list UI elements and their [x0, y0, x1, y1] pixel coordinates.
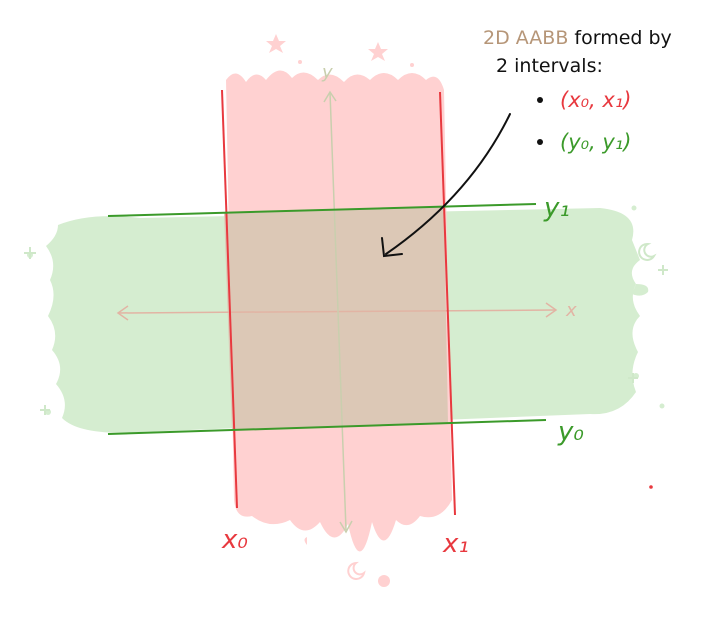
annotation-title-line2: 2 intervals:	[496, 55, 603, 77]
moon-mark	[347, 561, 366, 580]
x-axis	[116, 302, 558, 321]
interval-x-item: (x₀, x₁)	[560, 88, 631, 112]
aabb-overlap-region	[224, 206, 448, 430]
y1-line	[107, 203, 537, 217]
bullet-x	[537, 97, 543, 103]
bullet-y	[537, 139, 543, 145]
decorative-sparkles	[266, 34, 388, 545]
annotation-title-rest: formed by	[568, 27, 671, 49]
x1-line	[439, 91, 456, 516]
x1-label: x₁	[442, 529, 469, 559]
decorative-green-marks	[24, 242, 668, 415]
pointer-arrow	[381, 113, 511, 258]
annotation-title: 2D AABB formed by	[483, 27, 672, 49]
x0-label: x₀	[221, 525, 248, 555]
annotation-title-prefix: 2D AABB	[483, 27, 568, 49]
y0-label: y₀	[557, 417, 584, 447]
x-axis-label: x	[565, 300, 577, 321]
y-axis	[323, 90, 353, 534]
dot-mark	[649, 485, 653, 489]
interval-y-item: (y₀, y₁)	[560, 130, 631, 154]
y0-line	[107, 419, 547, 435]
y-axis-label: y	[321, 62, 333, 83]
y1-label: y₁	[543, 193, 570, 223]
x0-line	[221, 89, 238, 509]
